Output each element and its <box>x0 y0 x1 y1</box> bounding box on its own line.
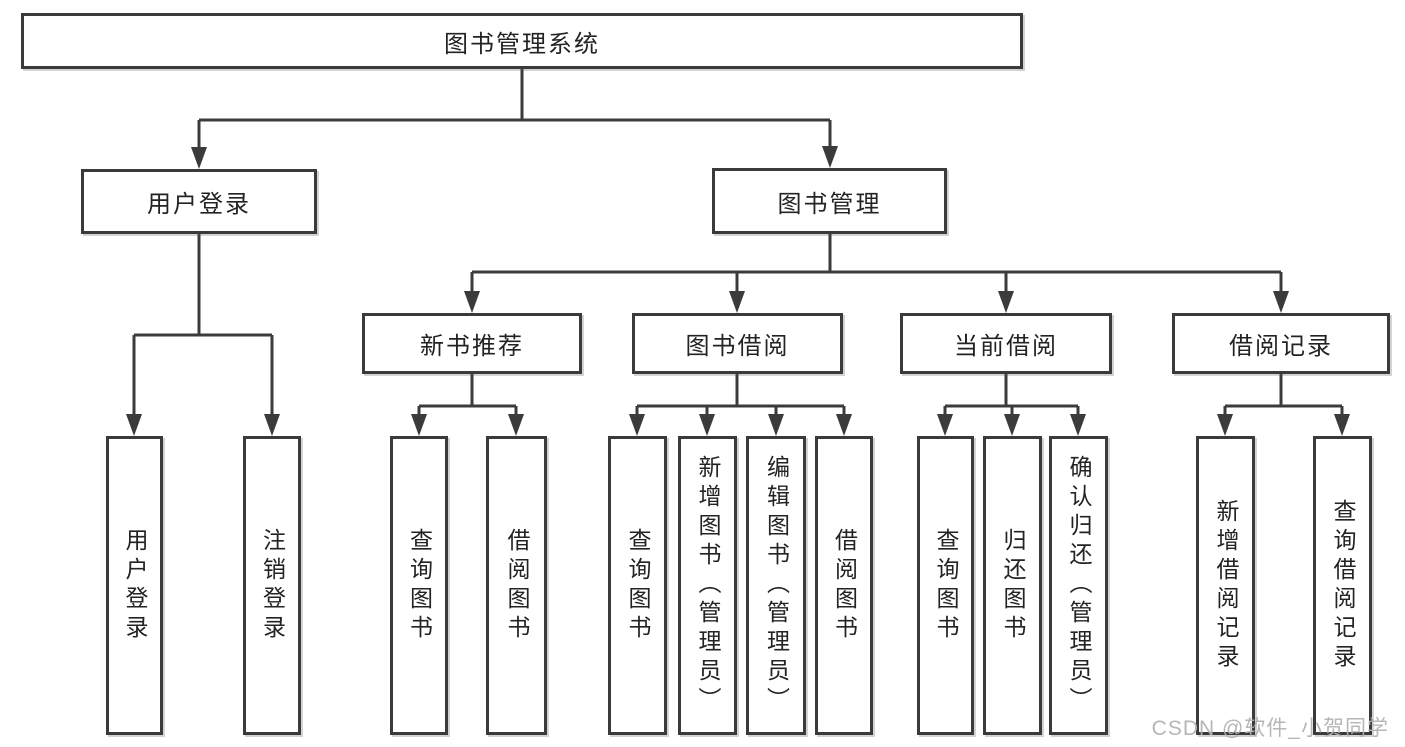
leaf-user-login: 用户登录 <box>106 436 163 735</box>
node-new-book-recommend-label: 新书推荐 <box>420 333 524 360</box>
leaf-confirm-return-admin: 确认归还（管理员） <box>1049 436 1108 735</box>
leaf-edit-book-admin-label: 编辑图书（管理员） <box>763 455 790 716</box>
node-borrow-records: 借阅记录 <box>1172 313 1390 374</box>
node-root-label: 图书管理系统 <box>444 30 600 58</box>
leaf-add-borrow-record-label: 新增借阅记录 <box>1213 498 1239 673</box>
leaf-add-book-admin-label: 新增图书（管理员） <box>695 455 721 716</box>
leaf-query-books-current: 查询图书 <box>917 436 974 735</box>
leaf-borrow-books-recommend-label: 借阅图书 <box>504 527 530 644</box>
node-user-login-label: 用户登录 <box>147 191 251 218</box>
leaf-query-borrow-record-label: 查询借阅记录 <box>1330 498 1356 673</box>
node-root: 图书管理系统 <box>21 13 1023 69</box>
node-book-management: 图书管理 <box>712 168 947 234</box>
leaf-query-borrow-record: 查询借阅记录 <box>1313 436 1372 735</box>
node-book-borrow: 图书借阅 <box>632 313 843 374</box>
node-borrow-records-label: 借阅记录 <box>1229 333 1333 360</box>
leaf-user-login-label: 用户登录 <box>122 527 148 644</box>
leaf-return-book-label: 归还图书 <box>1000 527 1026 644</box>
leaf-logout-login-label: 注销登录 <box>259 527 286 644</box>
leaf-edit-book-admin: 编辑图书（管理员） <box>746 436 806 735</box>
leaf-confirm-return-admin-label: 确认归还（管理员） <box>1066 455 1092 716</box>
arrowheads <box>126 146 1350 436</box>
watermark: CSDN @软件_小贺同学 <box>1151 717 1389 740</box>
leaf-query-books-recommend: 查询图书 <box>390 436 448 735</box>
leaf-return-book: 归还图书 <box>983 436 1042 735</box>
node-current-borrow: 当前借阅 <box>900 313 1112 374</box>
node-book-borrow-label: 图书借阅 <box>685 333 790 360</box>
node-user-login: 用户登录 <box>81 169 317 234</box>
leaf-query-books-current-label: 查询图书 <box>933 527 959 644</box>
node-book-management-label: 图书管理 <box>777 190 882 218</box>
leaf-query-books-recommend-label: 查询图书 <box>406 527 433 644</box>
leaf-query-books-borrow: 查询图书 <box>608 436 667 735</box>
leaf-borrow-books-label: 借阅图书 <box>831 527 858 644</box>
leaf-borrow-books-recommend: 借阅图书 <box>486 436 547 735</box>
leaf-borrow-books: 借阅图书 <box>815 436 873 735</box>
leaf-logout-login: 注销登录 <box>243 436 301 735</box>
leaf-query-books-borrow-label: 查询图书 <box>625 527 651 644</box>
node-new-book-recommend: 新书推荐 <box>362 313 582 374</box>
node-current-borrow-label: 当前借阅 <box>954 333 1058 360</box>
leaf-add-book-admin: 新增图书（管理员） <box>678 436 737 735</box>
leaf-add-borrow-record: 新增借阅记录 <box>1196 436 1255 735</box>
